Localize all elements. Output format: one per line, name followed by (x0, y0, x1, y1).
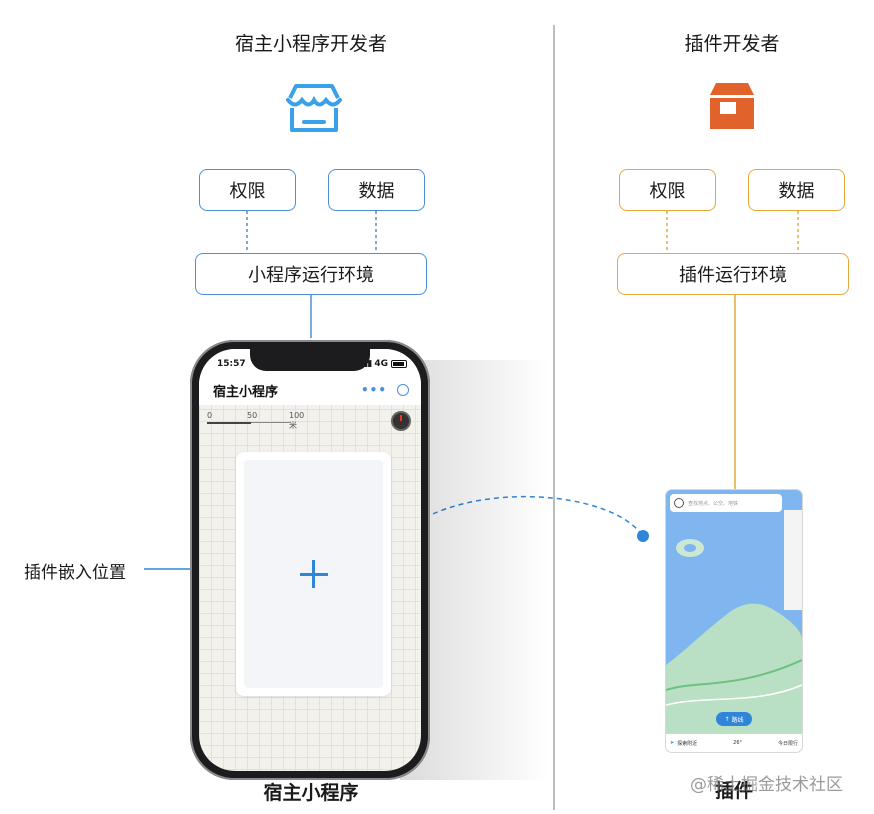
mini-program-navbar: 宿主小程序 ••• (199, 375, 421, 405)
embed-position-label: 插件嵌入位置 (24, 563, 126, 583)
route-button[interactable]: ↑ 路线 (716, 712, 752, 726)
host-developer-title: 宿主小程序开发者 (234, 33, 387, 55)
plugin-label: 插件 (714, 780, 753, 802)
phone-notch (250, 349, 370, 371)
scale-label-0: 0 (207, 411, 213, 420)
user-avatar-icon (674, 498, 684, 508)
compass-icon[interactable] (391, 411, 411, 431)
plugin-map-preview: 查找地点、公交、地铁 ↑ 路线 ➤ 探索附近 26° 今日限行 (666, 490, 802, 752)
status-time: 15:57 (217, 359, 246, 369)
phone-screen: 15:57 ▮▮▮▮ 4G 宿主小程序 ••• 0 50 100 米 (199, 349, 421, 771)
map-search-input[interactable]: 查找地点、公交、地铁 (688, 500, 739, 507)
plugin-slot-area[interactable] (244, 460, 383, 688)
close-target-icon[interactable] (397, 384, 409, 396)
phone-mockup: 15:57 ▮▮▮▮ 4G 宿主小程序 ••• 0 50 100 米 (190, 340, 430, 780)
plugin-data-box: 数据 (748, 169, 845, 211)
host-data-box: 数据 (328, 169, 425, 211)
plugin-runtime-env-box: 插件运行环境 (617, 253, 849, 295)
explore-nearby-label[interactable]: 探索附近 (677, 740, 698, 747)
store-icon (286, 84, 342, 132)
map-scale-bar: 0 50 100 米 (207, 411, 304, 430)
host-permission-box: 权限 (199, 169, 296, 211)
scale-label-100: 100 米 (289, 411, 305, 430)
watermark-text: @稀土掘金技术社区 (690, 775, 843, 795)
plugin-developer-title: 插件开发者 (684, 33, 780, 55)
more-icon[interactable]: ••• (360, 383, 387, 397)
arrow-up-icon: ↑ (724, 715, 730, 723)
host-runtime-env-box: 小程序运行环境 (195, 253, 427, 295)
map-bottom-bar: ➤ 探索附近 26° 今日限行 (666, 734, 802, 752)
navigate-icon: ➤ (670, 740, 675, 746)
plugin-embed-slot (236, 452, 391, 696)
traffic-limit-label[interactable]: 今日限行 (777, 740, 798, 747)
map-search-bar[interactable]: 查找地点、公交、地铁 (670, 494, 782, 512)
temperature-label: 26° (733, 740, 743, 746)
scale-label-50: 50 (247, 411, 258, 420)
map-land (666, 510, 802, 752)
battery-icon (391, 360, 407, 368)
network-label: 4G (374, 359, 388, 369)
plugin-permission-box: 权限 (619, 169, 716, 211)
package-box-icon (710, 83, 754, 129)
center-divider (553, 25, 555, 810)
host-mini-program-label: 宿主小程序 (263, 782, 359, 804)
mini-program-title: 宿主小程序 (213, 384, 279, 400)
